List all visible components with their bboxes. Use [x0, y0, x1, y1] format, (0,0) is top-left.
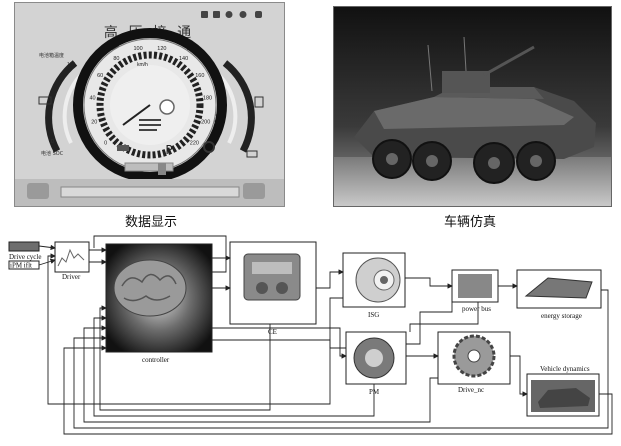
speed-needle — [122, 104, 151, 126]
speed-tick-label: 40 — [89, 96, 95, 102]
settings-icon[interactable] — [243, 183, 265, 199]
speed-tick-label: 120 — [157, 46, 166, 52]
left-small-indicator — [117, 145, 129, 151]
progress-track — [60, 186, 240, 198]
battery-temp-label: 电池箱温度 — [39, 52, 64, 59]
speed-tick-label: 220 — [190, 140, 199, 146]
simulink-diagram: Drive cycle iPM iflt Driver controller C… — [0, 228, 621, 441]
armored-vehicle-image — [334, 7, 611, 206]
left-gauge-arc — [45, 60, 78, 153]
needle-hub — [159, 99, 175, 115]
speed-tick-label: 200 — [201, 119, 210, 125]
power-bus-label: power bus — [462, 305, 491, 313]
drive-nc-label: Drive_nc — [458, 386, 484, 394]
gear-indicator: P — [165, 143, 172, 157]
right-gauge-arc — [222, 60, 255, 153]
battery-icon — [38, 96, 52, 105]
energy-storage-label: energy storage — [541, 312, 582, 320]
ce-label: CE — [268, 328, 277, 336]
speed-tick-label: 80 — [113, 56, 119, 62]
speed-tick-label: 60 — [97, 73, 103, 79]
home-icon[interactable] — [27, 183, 49, 199]
controller-label: controller — [142, 356, 170, 364]
dashboard-caption: 数据显示 — [124, 215, 177, 230]
speed-tick-label: 100 — [134, 46, 143, 52]
simulation-caption: 车辆仿真 — [443, 215, 496, 230]
driver-label: Driver — [62, 273, 81, 281]
speed-tick-label: 160 — [195, 73, 204, 79]
driver-block[interactable] — [54, 241, 90, 273]
drive-cycle-block[interactable] — [8, 241, 40, 252]
battery-soc-label: 电池 SOC — [41, 150, 64, 157]
block-diagram: Drive cycle iPM iflt Driver controller C… — [8, 235, 613, 435]
ipm-label: iPM iflt — [10, 262, 32, 270]
speed-tick-label: 180 — [203, 96, 212, 102]
isg-label: ISG — [368, 311, 379, 319]
drive-cycle-label: Drive cycle — [9, 253, 41, 261]
speed-tick-labels: 0 20 40 60 80 100 120 140 160 180 200 220 — [89, 46, 212, 146]
gear-bar — [124, 162, 174, 172]
speed-tick-label: 20 — [91, 119, 97, 125]
speed-tick-label: 140 — [179, 56, 188, 62]
speed-tick-label: 0 — [104, 140, 107, 146]
speed-unit: km/h — [137, 62, 148, 68]
fuel-icon — [254, 96, 264, 108]
vehicle-dynamics-label: Vehicle dynamics — [540, 365, 590, 373]
gear-bar-marker — [158, 163, 166, 175]
warning-icon — [246, 150, 258, 158]
speedometer: 0 20 40 60 80 100 120 140 160 180 200 220 km/h — [73, 28, 227, 182]
gauge-info-text — [139, 119, 161, 131]
left-gauge-zero-tick: 0 — [51, 139, 54, 145]
status-icons — [201, 11, 262, 18]
signal-lines — [38, 235, 613, 435]
vehicle-photo — [333, 6, 612, 207]
brake-icon — [203, 141, 215, 153]
